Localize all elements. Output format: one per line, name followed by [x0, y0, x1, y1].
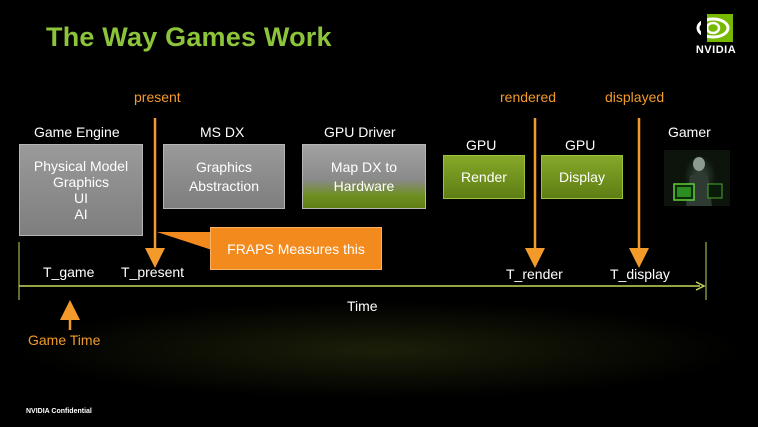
game-engine-box: Physical Model Graphics UI AI [19, 144, 143, 236]
nvidia-logo: NVIDIA [683, 12, 749, 62]
gpu-display-box: Display [541, 155, 623, 199]
game-engine-line-ui: UI [74, 190, 88, 206]
stage-header-gpu-render: GPU [466, 137, 497, 153]
logo-wordmark: NVIDIA [695, 44, 737, 56]
gpu-display-label: Display [559, 169, 605, 185]
nvidia-eye-icon [696, 14, 733, 42]
ms-dx-line-1: Graphics [195, 158, 252, 175]
stage-header-ms-dx: MS DX [200, 124, 245, 140]
gamer-figure-icon [673, 157, 723, 206]
stage-header-gpu-display: GPU [565, 137, 596, 153]
marker-rendered: rendered [500, 89, 557, 105]
marker-displayed: displayed [605, 89, 665, 105]
slide-title: The Way Games Work [46, 22, 332, 52]
gpu-render-label: Render [461, 169, 507, 185]
tick-t-present: T_present [121, 264, 185, 280]
game-engine-line-ai: AI [74, 206, 88, 222]
gamer-image [664, 150, 730, 206]
game-time-label: Game Time [28, 332, 101, 348]
stage-header-gamer: Gamer [668, 124, 711, 140]
fraps-callout-text: FRAPS Measures this [227, 240, 365, 257]
stage-header-game-engine: Game Engine [34, 124, 120, 140]
ms-dx-line-2: Abstraction [188, 177, 260, 194]
gpu-driver-line-1: Map DX to [330, 158, 398, 175]
tick-t-game: T_game [43, 264, 95, 280]
tick-t-display: T_display [610, 266, 670, 282]
fraps-callout: FRAPS Measures this [210, 227, 382, 270]
tick-t-render: T_render [506, 266, 563, 282]
stage-header-gpu-driver: GPU Driver [324, 124, 396, 140]
ms-dx-box: Graphics Abstraction [163, 144, 285, 209]
gpu-driver-line-2: Hardware [333, 177, 395, 194]
gpu-render-box: Render [443, 155, 525, 199]
marker-present: present [134, 89, 181, 105]
gpu-driver-box: Map DX to Hardware [302, 144, 426, 209]
game-engine-line-physical-model: Physical Model [33, 158, 129, 174]
confidential-footer: NVIDIA Confidential [26, 408, 92, 415]
time-axis-label: Time [347, 298, 378, 314]
game-engine-line-graphics: Graphics [52, 174, 110, 190]
callout-pointer [157, 232, 212, 250]
time-axis-arrowhead [695, 281, 706, 291]
